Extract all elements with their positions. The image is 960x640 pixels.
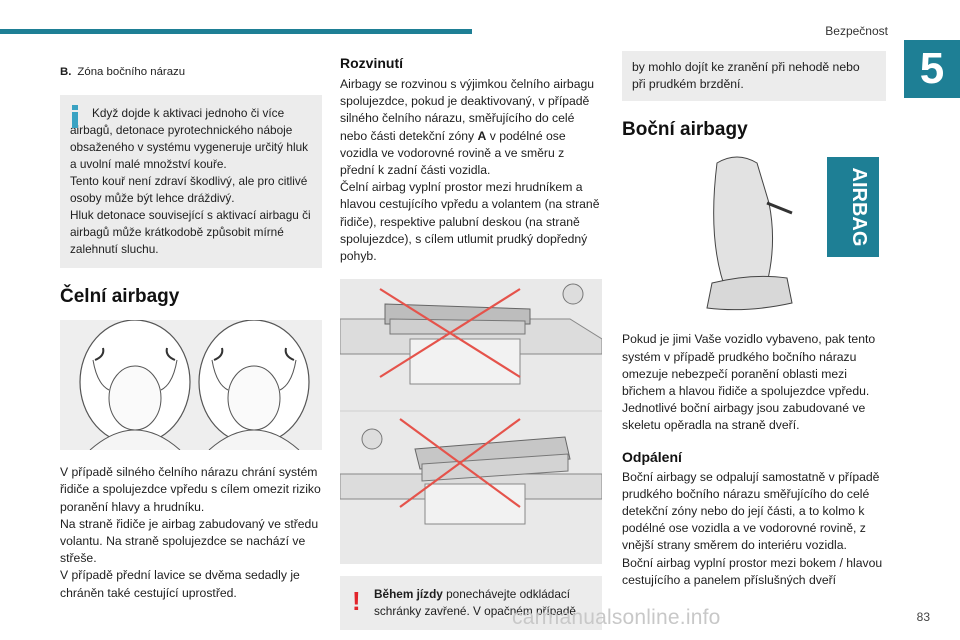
watermark: carmanualsonline.info bbox=[512, 606, 721, 629]
chapter-tab: 5 bbox=[904, 40, 960, 98]
section-title: Bezpečnost bbox=[825, 24, 888, 38]
glovebox-illustration bbox=[340, 279, 602, 565]
airbag-label: AIRBAG bbox=[848, 168, 870, 247]
zone-b-label: B. Zóna bočního nárazu bbox=[60, 64, 322, 81]
warning-continuation: by mohlo dojít ke zranění při nehodě neb… bbox=[622, 51, 886, 102]
frontal-body-1: V případě silného čelního nárazu chrání … bbox=[60, 465, 321, 514]
triggering-body-1: Boční airbagy se odpalují samostatně v p… bbox=[622, 469, 880, 553]
info-note-text-3: Hluk detonace související s aktivací air… bbox=[70, 208, 311, 257]
warning-icon: ! bbox=[352, 586, 361, 617]
zone-a-letter: A bbox=[477, 128, 487, 143]
side-airbags-heading: Boční airbagy bbox=[622, 119, 748, 141]
triggering-heading: Odpálení bbox=[622, 448, 682, 465]
deployment-body-2: Čelní airbag vyplní prostor mezi hrudník… bbox=[340, 180, 600, 264]
column-right: by mohlo dojít ke zranění při nehodě neb… bbox=[622, 51, 886, 589]
info-note-text-1: Když dojde k aktivaci jednoho či více ai… bbox=[70, 106, 309, 172]
frontal-airbags-illustration bbox=[60, 320, 322, 451]
frontal-airbags-body: V případě silného čelního nárazu chrání … bbox=[60, 464, 322, 602]
warning-body: ponechávejte odkládací schránky zavřené.… bbox=[374, 587, 576, 619]
deployment-body-1: Airbagy se rozvinou s výjimkou čelního a… bbox=[340, 76, 602, 179]
top-accent-bar bbox=[0, 29, 472, 34]
warning-note: ! Během jízdy ponechávejte odkládací sch… bbox=[340, 576, 602, 631]
info-note: Když dojde k aktivaci jednoho či více ai… bbox=[60, 95, 322, 269]
warning-text: Během jízdy ponechávejte odkládací schrá… bbox=[374, 586, 590, 620]
deployment-body-1-text-end: v podélné ose vozidla ve vodorovné rovin… bbox=[340, 128, 566, 178]
warning-continuation-text: by mohlo dojít ke zranění při nehodě neb… bbox=[632, 60, 860, 92]
info-icon bbox=[70, 105, 80, 129]
warning-bold: Během jízdy bbox=[374, 587, 443, 602]
column-middle: Rozvinutí Airbagy se rozvinou s výjimkou… bbox=[340, 55, 602, 631]
frontal-airbags-heading: Čelní airbagy bbox=[60, 286, 180, 308]
side-airbag-illustration: AIRBAG bbox=[622, 151, 886, 322]
side-airbags-body: Pokud je jimi Vaše vozidlo vybaveno, pak… bbox=[622, 331, 886, 434]
zone-text: Zóna bočního nárazu bbox=[77, 66, 186, 78]
frontal-body-3: V případě přední lavice se dvěma sedadly… bbox=[60, 568, 300, 600]
side-body-1: Pokud je jimi Vaše vozidlo vybaveno, pak… bbox=[622, 332, 876, 399]
column-left: B. Zóna bočního nárazu Když dojde k aktiv… bbox=[60, 55, 322, 602]
deployment-body-1-text: Airbagy se rozvinou s výjimkou čelního a… bbox=[340, 77, 595, 143]
frontal-body-2: Na straně řidiče je airbag zabudovaný ve… bbox=[60, 516, 319, 566]
zone-letter: B. bbox=[60, 66, 72, 78]
deployment-heading: Rozvinutí bbox=[340, 55, 403, 71]
triggering-body-2: Boční airbag vyplní prostor mezi bokem /… bbox=[622, 555, 883, 587]
side-body-2: Jednotlivé boční airbagy jsou zabudované… bbox=[622, 401, 866, 433]
info-note-text-2: Tento kouř není zdraví škodlivý, ale pro… bbox=[70, 174, 308, 206]
page-number: 83 bbox=[916, 610, 930, 624]
